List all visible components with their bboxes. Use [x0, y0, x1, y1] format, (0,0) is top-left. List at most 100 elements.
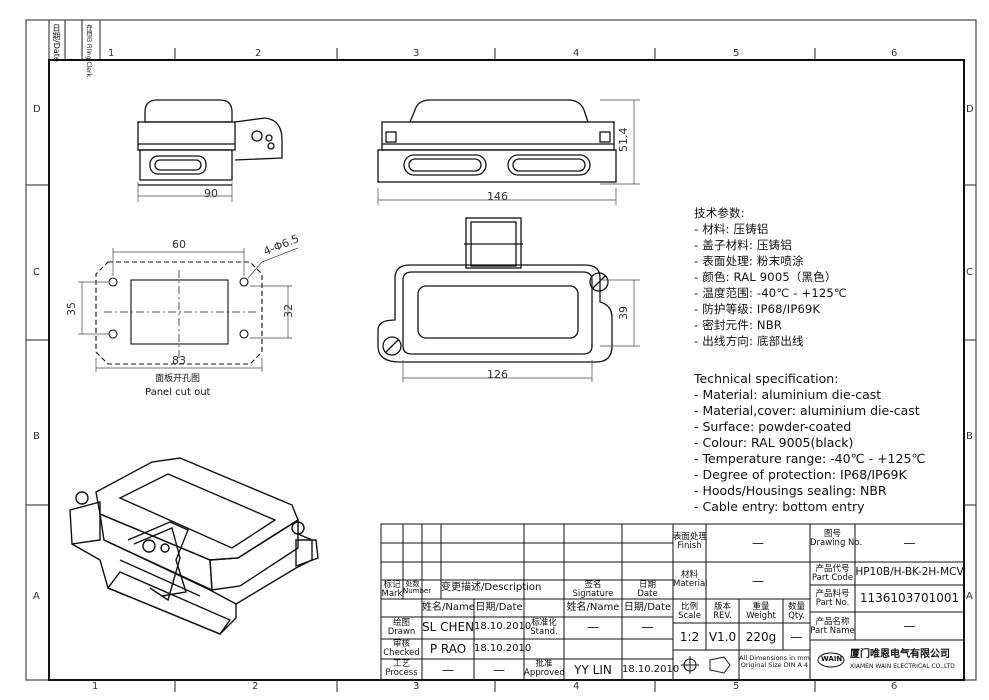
dim-cutout-width-bottom: 83 [172, 354, 186, 367]
tech-cn-item: - 盖子材料: 压铸铝 [694, 238, 793, 252]
tb-date-header-3: 日期/Date [623, 602, 672, 613]
tb-material-value: — [752, 574, 764, 588]
dim-top-height: 39 [617, 306, 630, 320]
tb-weight-value: 220g [745, 630, 777, 644]
dim-cutout-width-top: 60 [172, 238, 186, 251]
tech-cn-item: - 表面处理: 粉末喷涂 [694, 254, 804, 268]
grid-row-b: B [33, 431, 40, 442]
tb-part-name-label: 产品名称 Part Name [810, 617, 855, 636]
grid-col-4-bottom: 4 [573, 681, 580, 692]
tb-std-label: 标准化 Stand. [530, 618, 558, 637]
tech-cn-item: - 防护等级: IP68/IP69K [694, 302, 821, 316]
tb-finish-value: — [752, 536, 764, 550]
grid-col-5-bottom: 5 [733, 681, 740, 692]
tech-cn-item: - 出线方向: 底部出线 [694, 334, 804, 348]
tb-approved-label: 批准 Approved [524, 659, 565, 678]
filing-strip-label: 存档员 Filing Clerk [85, 24, 92, 77]
dim-cutout-height-right: 32 [282, 304, 295, 318]
tb-qty-value: — [790, 630, 803, 644]
tb-std-value: — [587, 620, 599, 634]
tb-part-code-label: 产品代号 Part Code [811, 564, 854, 583]
tb-weight-label: 重量 Weight [746, 602, 776, 621]
title-block-grid [380, 523, 965, 681]
tb-part-code-value: HP10B/H-BK-2H-MCV [855, 566, 964, 578]
tech-en-item: - Cable entry: bottom entry [694, 499, 865, 514]
tb-drawn-label: 绘图 Drawn [387, 618, 416, 637]
date-strip-label: 日期/Date [52, 24, 61, 62]
tech-en-item: - Material: aluminium die-cast [694, 387, 882, 402]
tb-mark: 标记 Mark [381, 580, 403, 599]
dim-side-width: 90 [204, 187, 218, 200]
grid-col-3-bottom: 3 [413, 681, 420, 692]
company-name-cn: 厦门唯恩电气有限公司 [850, 649, 950, 660]
grid-row-b-right: B [966, 431, 973, 442]
grid-row-a-right: A [966, 591, 973, 602]
tb-process-name: — [442, 663, 454, 677]
tb-dims-note: All Dimensions in mm Original Size DIN A… [739, 654, 810, 669]
panel-cutout-view [95, 261, 263, 365]
tb-change-desc: 变更描述/Description [441, 582, 542, 593]
panel-cutout-title-en: Panel cut out [145, 387, 211, 398]
grid-row-c: C [33, 267, 40, 278]
tech-en-item: - Colour: RAL 9005(black) [694, 435, 854, 450]
dim-cutout-height-left: 35 [65, 302, 78, 316]
tb-checked-label: 审核 Checked [383, 639, 420, 658]
tb-checked-date: 18.10.2010 [474, 643, 532, 654]
tb-name-header: 姓名/Name [422, 602, 475, 613]
grid-row-c-right: C [966, 267, 973, 278]
tb-drawn-date: 18.10.2010 [474, 621, 532, 632]
grid-col-4: 4 [573, 48, 580, 59]
front-view [377, 99, 617, 183]
tb-part-no-label: 产品料号 Part No. [815, 589, 850, 608]
side-view [137, 99, 283, 186]
tb-process-label: 工艺 Process [385, 659, 418, 678]
tb-scale-label: 比例 Scale [678, 602, 701, 621]
tech-en-item: - Degree of protection: IP68/IP69K [694, 467, 907, 482]
tb-part-name-value: — [903, 619, 916, 633]
dim-top-width: 126 [487, 368, 508, 381]
tech-cn-item: - 密封元件: NBR [694, 318, 783, 332]
tb-drawing-no-value: — [903, 536, 916, 550]
tb-date: 日期 Date [637, 580, 658, 599]
tb-name-header-2: 姓名/Name [566, 602, 620, 613]
grid-row-d: D [33, 104, 41, 115]
tech-en-item: - Hoods/Housings sealing: NBR [694, 483, 887, 498]
tb-approved-date: 18.10.2010 [622, 664, 680, 675]
tb-drawn-name: SL CHEN [422, 620, 475, 634]
grid-col-2: 2 [255, 48, 262, 59]
tech-en-item: - Temperature range: -40℃ - +125℃ [694, 451, 926, 466]
grid-col-6: 6 [891, 48, 898, 59]
tb-std-value-2: — [641, 620, 654, 634]
tb-rev-label: 版本 REV. [713, 602, 732, 621]
grid-col-3: 3 [413, 48, 420, 59]
grid-col-6-bottom: 6 [891, 681, 898, 692]
isometric-view [69, 457, 319, 635]
tb-approved-name: YY LIN [574, 663, 612, 677]
tech-cn-item: - 温度范围: -40℃ - +125℃ [694, 286, 847, 300]
grid-row-d-right: D [966, 104, 974, 115]
tb-date-header: 日期/Date [475, 602, 523, 613]
tb-signature: 签名 Signature [572, 580, 614, 599]
top-view [377, 217, 613, 363]
dim-front-width: 146 [487, 190, 508, 203]
tb-scale-value: 1:2 [679, 630, 700, 644]
tech-cn-item: - 颜色: RAL 9005（黑色） [694, 270, 837, 284]
grid-col-5: 5 [733, 48, 740, 59]
grid-col-1: 1 [108, 48, 115, 59]
tech-cn-item: - 材料: 压铸铝 [694, 222, 769, 236]
company-name-en: XIAMEN WAIN ELECTRICAL CO.,LTD [850, 663, 955, 670]
tb-finish-label: 表面处理 Finish [673, 532, 708, 551]
grid-col-1-bottom: 1 [92, 681, 99, 692]
tech-en-title: Technical specification: [694, 371, 839, 386]
tb-drawing-no-label: 图号 Drawing No. [810, 529, 863, 548]
grid-col-2-bottom: 2 [252, 681, 259, 692]
tb-part-no-value: 1136103701001 [859, 591, 960, 605]
panel-cutout-title-cn: 面板开孔图 [155, 374, 201, 384]
tb-number: 处数 Number [403, 580, 432, 596]
tech-cn-title: 技术参数: [694, 206, 745, 220]
dim-front-height: 51.4 [617, 127, 630, 153]
tb-process-date: — [493, 663, 505, 677]
tb-qty-label: 数量 Qty. [787, 602, 805, 621]
